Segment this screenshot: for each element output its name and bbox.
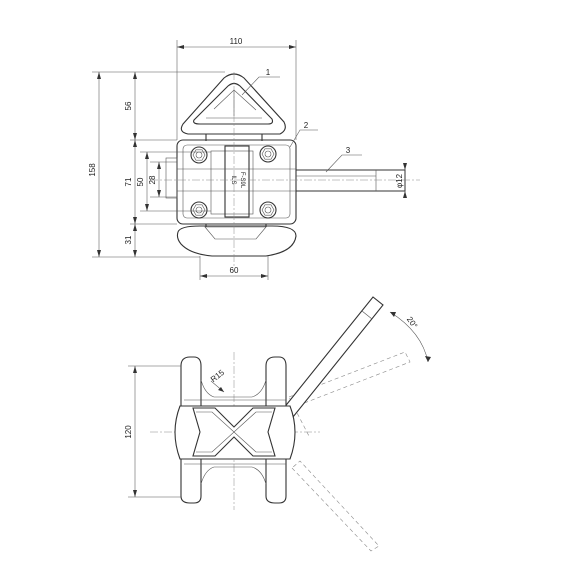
callout-label-3: 3 [346, 146, 351, 155]
dim-left-verticals: 158 56 71 31 50 28 [88, 71, 225, 258]
lug-bottom-right [265, 456, 287, 504]
marking-ils: ILS [230, 175, 236, 184]
bolt-top-left [190, 146, 208, 164]
dim-pin-diameter: φ12 [395, 163, 407, 198]
dim-120: 120 [124, 425, 133, 439]
lug-top-left [180, 356, 202, 409]
body-plate: ILS F-S9L [165, 139, 297, 225]
handle-pin [296, 169, 406, 192]
dim-20deg: 20° [405, 315, 419, 330]
front-view: ILS F-S9L [88, 37, 420, 280]
callout-label-1: 1 [266, 68, 271, 77]
marking-model: F-S9L [239, 172, 245, 189]
callout-3: 3 [325, 146, 362, 173]
bolt-bottom-left [190, 201, 208, 219]
side-view: 120 R15 20° [124, 296, 431, 552]
top-cone [180, 73, 286, 141]
bottom-cone [176, 224, 297, 257]
dim-28: 28 [148, 175, 157, 184]
dim-110: 110 [230, 37, 243, 46]
dim-60: 60 [230, 266, 239, 275]
dim-phi12: φ12 [395, 173, 404, 188]
handle-rotated-dashed [288, 351, 411, 552]
callout-2: 2 [289, 121, 318, 148]
dim-50: 50 [136, 177, 145, 186]
callout-1: 1 [241, 68, 280, 96]
callout-label-2: 2 [304, 121, 309, 130]
dim-angle: 20° [389, 311, 431, 363]
side-body [174, 399, 296, 465]
lug-bottom-left [180, 456, 202, 504]
bolt-top-right [259, 145, 277, 163]
dim-bottom-width: 60 [199, 256, 269, 280]
dim-overall-width: 110 [176, 37, 297, 140]
dim-56: 56 [124, 101, 133, 110]
body-marking: ILS F-S9L [230, 172, 245, 189]
dim-31: 31 [124, 235, 133, 244]
dim-side-height: 120 [124, 365, 181, 498]
lug-top-right [265, 356, 287, 409]
dim-radius: R15 [209, 368, 227, 393]
handle-raised [282, 296, 384, 418]
bolt-bottom-right [259, 201, 277, 219]
dim-158: 158 [88, 163, 97, 177]
dim-71: 71 [124, 177, 133, 186]
dim-r15: R15 [209, 368, 227, 384]
